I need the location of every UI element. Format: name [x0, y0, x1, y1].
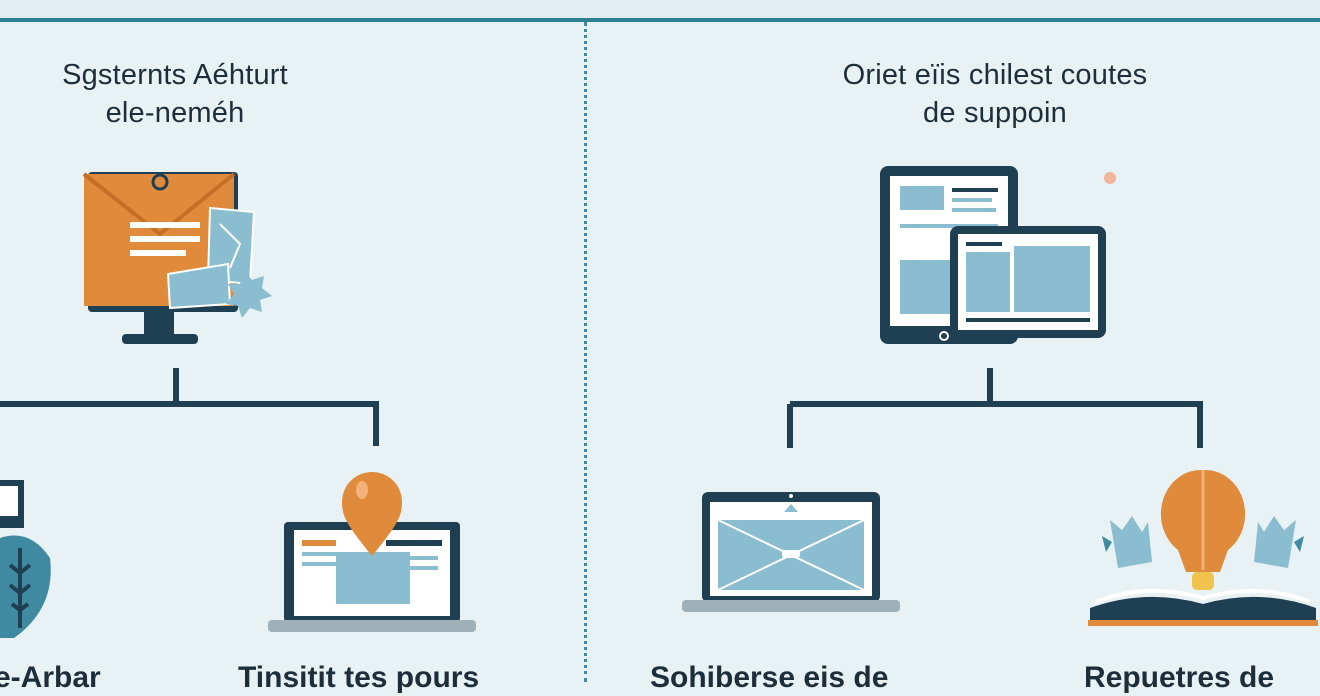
top-accent-bar	[0, 0, 1320, 22]
laptop-map-icon	[682, 492, 900, 612]
left-title-line1: Sgsternts Aéhturt	[62, 59, 288, 91]
shield-tree-icon	[0, 480, 51, 638]
decorative-dot	[1104, 172, 1116, 184]
panel-divider	[584, 22, 587, 682]
monitor-envelope-icon	[82, 172, 272, 344]
left-caption-1: e-Arbar	[0, 661, 101, 694]
right-connector	[787, 368, 1203, 448]
left-connector	[0, 368, 379, 446]
laptop-pin-icon	[268, 472, 476, 632]
right-panel-title: Oriet eïis chilest coutes de suppoin	[780, 56, 1210, 132]
left-title-line2: ele-neméh	[105, 97, 245, 129]
left-caption-2: Tinsitit tes pours	[238, 661, 480, 694]
right-caption-1: Sohiberse eis de	[650, 661, 889, 694]
tablet-devices-icon	[880, 166, 1106, 344]
right-caption-2: Repuetres de	[1084, 661, 1275, 694]
left-panel-title: Sgsternts Aéhturt ele-neméh	[10, 56, 340, 132]
right-title-line2: de suppoin	[923, 97, 1067, 129]
right-title-line1: Oriet eïis chilest coutes	[842, 59, 1148, 91]
lightbulb-book-icon	[1088, 469, 1318, 626]
